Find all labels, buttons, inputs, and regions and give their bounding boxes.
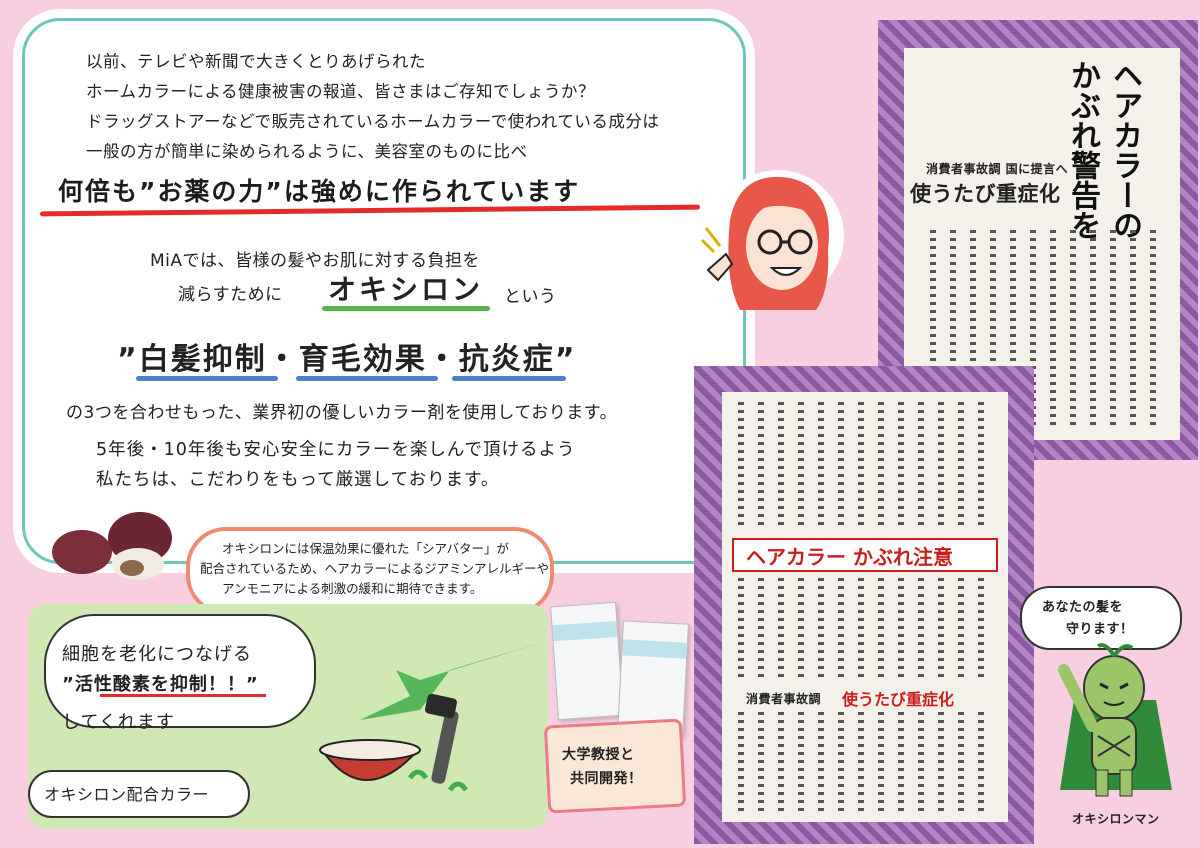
shea-line-2: 配合されているため、ヘアカラーによるジアミンアレルギーや	[200, 561, 550, 576]
future-line-2: 私たちは、こだわりをもって厳選しております。	[96, 470, 500, 490]
news-top-subhead: 使うたび重症化	[910, 181, 1061, 206]
oxylon-man-mascot-icon	[1058, 643, 1172, 797]
reduce-prefix: 減らすために	[178, 285, 283, 305]
active-oxygen-cloud	[44, 614, 316, 728]
professor-line-1: 大学教授と	[562, 747, 635, 763]
product-package-1	[550, 601, 624, 721]
main-message-card	[22, 18, 746, 564]
mia-line: MiAでは、皆様の髪やお肌に対する負担を	[150, 251, 481, 271]
reduce-suffix: という	[504, 287, 557, 307]
shea-butter-callout	[186, 527, 554, 615]
shea-line-3: アンモニアによる刺激の緩和に期待できます。	[222, 581, 483, 596]
oxylon-color-label	[28, 770, 250, 818]
shea-nut-icon	[52, 512, 172, 580]
combined-line: の3つを合わせもった、業界初の優しいカラー剤を使用しております。	[66, 403, 618, 423]
color-bowl-brush-icon	[319, 640, 550, 792]
professor-line-2: 共同開発！	[570, 771, 643, 787]
newspaper-bottom	[722, 392, 1008, 822]
oxylon-word: オキシロン	[328, 273, 484, 306]
stylist-illustration-icon	[700, 170, 844, 310]
effects-underline-1	[136, 376, 278, 381]
oxylon-color-label-text: オキシロン配合カラー	[44, 785, 210, 804]
intro-line-3: ドラッグストアーなどで販売されているホームカラーで使われている成分は	[86, 112, 660, 131]
news-top-kicker: 消費者事故調 国に提言へ	[926, 162, 1069, 176]
mascot-speech-line-2: 守ります！	[1066, 622, 1134, 637]
cloud-line-3: してくれます	[62, 712, 175, 733]
intro-line-1: 以前、テレビや新聞で大きくとりあげられた	[86, 52, 426, 71]
shea-line-1: オキシロンには保温効果に優れた「シアバター」が	[222, 541, 510, 556]
three-effects: ”白髪抑制・育毛効果・抗炎症”	[117, 342, 577, 377]
news-top-title-1: ヘアカラーの	[1107, 60, 1142, 240]
intro-line-4: 一般の方が簡単に染められるように、美容室のものに比べ	[86, 142, 528, 161]
cloud-line-1: 細胞を老化につなげる	[62, 644, 252, 665]
cloud-underline	[100, 694, 266, 697]
headline: 何倍も”お薬の力”は強めに作られています	[58, 177, 581, 206]
mascot-name: オキシロンマン	[1072, 812, 1160, 826]
mascot-speech-bubble	[1020, 586, 1182, 650]
oxylon-underline	[322, 306, 490, 311]
mascot-speech-line-1: あなたの髪を	[1042, 600, 1124, 615]
news-bottom-banner: ヘアカラー かぶれ注意	[746, 545, 953, 569]
news-bottom-banner-box	[732, 538, 998, 572]
news-top-title-2: かぶれ警告を	[1065, 60, 1100, 240]
future-line-1: 5年後・10年後も安心安全にカラーを楽しんで頂けるよう	[96, 440, 576, 460]
intro-line-2: ホームカラーによる健康被害の報道、皆さまはご存知でしょうか？	[86, 82, 596, 101]
effects-underline-3	[452, 376, 566, 381]
news-bottom-subhead: 使うたび重症化	[842, 690, 955, 709]
news-bottom-kicker: 消費者事故調	[746, 692, 822, 706]
effects-underline-2	[296, 376, 438, 381]
professor-badge	[543, 718, 687, 814]
cloud-line-2: ”活性酸素を抑制！！”	[62, 674, 259, 695]
